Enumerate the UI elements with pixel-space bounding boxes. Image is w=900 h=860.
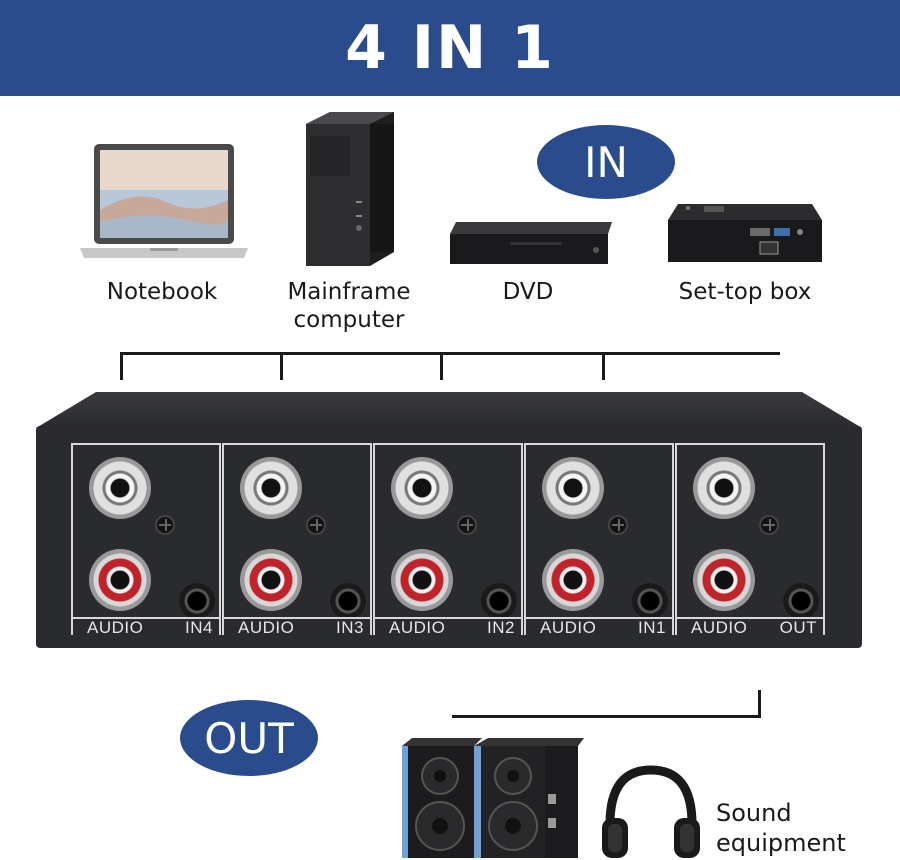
out-badge: OUT: [180, 700, 318, 776]
port-label-id: IN2: [487, 618, 515, 637]
set-top-box-icon: [668, 204, 822, 262]
label-mainframe-line1: Mainframe: [287, 279, 411, 305]
input-bracket-drop-3: [440, 352, 443, 380]
label-mainframe-line2: computer: [293, 307, 405, 333]
label-sound-equipment: Sound equipment: [716, 798, 866, 858]
screw-icon: [155, 515, 175, 535]
screw-icon: [608, 515, 628, 535]
rca-white-out[interactable]: [693, 457, 755, 519]
rca-white-in3[interactable]: [240, 457, 302, 519]
rca-red-in3[interactable]: [240, 549, 302, 611]
port-label-strip: AUDIO IN1: [524, 617, 674, 637]
label-notebook: Notebook: [106, 279, 218, 305]
jack-3-5mm-in4[interactable]: [179, 583, 215, 619]
label-dvd: DVD: [502, 279, 554, 305]
port-group-in3: AUDIO IN3: [222, 443, 372, 637]
in-badge: IN: [537, 125, 675, 199]
jack-3-5mm-in3[interactable]: [330, 583, 366, 619]
rca-white-in4[interactable]: [89, 457, 151, 519]
rca-red-out[interactable]: [693, 549, 755, 611]
out-badge-label: OUT: [204, 713, 294, 763]
input-bracket-drop-4: [602, 352, 605, 380]
jack-3-5mm-in2[interactable]: [481, 583, 517, 619]
port-label-id: IN3: [336, 618, 364, 637]
port-label-strip: AUDIO OUT: [675, 617, 825, 637]
rca-white-in1[interactable]: [542, 457, 604, 519]
port-group-out: AUDIO OUT: [675, 443, 825, 637]
port-group-in1: AUDIO IN1: [524, 443, 674, 637]
dvd-player-icon: [450, 222, 612, 264]
port-label-strip: AUDIO IN3: [222, 617, 372, 637]
port-label-id: OUT: [779, 618, 817, 637]
screw-icon: [306, 515, 326, 535]
label-sound-line2: equipment: [716, 829, 846, 857]
rca-white-in2[interactable]: [391, 457, 453, 519]
screw-icon: [457, 515, 477, 535]
switcher-top-surface: [36, 392, 862, 428]
jack-3-5mm-in1[interactable]: [632, 583, 668, 619]
port-group-in4: AUDIO IN4: [71, 443, 221, 637]
desktop-tower-icon: [306, 112, 394, 266]
port-label-audio: AUDIO: [389, 618, 446, 637]
port-label-strip: AUDIO IN4: [71, 617, 221, 637]
rca-red-in4[interactable]: [89, 549, 151, 611]
label-settop: Set-top box: [678, 279, 812, 305]
screw-icon: [759, 515, 779, 535]
port-label-audio: AUDIO: [87, 618, 144, 637]
output-bracket-drop: [758, 690, 761, 718]
notebook-icon: [80, 144, 248, 258]
title-banner: 4 IN 1: [0, 0, 900, 96]
rca-red-in2[interactable]: [391, 549, 453, 611]
port-label-audio: AUDIO: [691, 618, 748, 637]
port-label-id: IN1: [638, 618, 666, 637]
banner-title: 4 IN 1: [345, 13, 555, 83]
input-bracket-drop-1: [120, 352, 123, 380]
label-mainframe: Mainframe computer: [270, 278, 428, 334]
jack-3-5mm-out[interactable]: [783, 583, 819, 619]
input-bracket-drop-2: [280, 352, 283, 380]
in-badge-label: IN: [584, 137, 628, 187]
port-label-strip: AUDIO IN2: [373, 617, 523, 637]
input-bracket-horizontal: [120, 352, 780, 355]
port-label-audio: AUDIO: [540, 618, 597, 637]
port-label-audio: AUDIO: [238, 618, 295, 637]
headphones-icon: [602, 765, 700, 858]
port-group-in2: AUDIO IN2: [373, 443, 523, 637]
output-bracket-horizontal: [452, 715, 761, 718]
label-sound-line1: Sound: [716, 799, 792, 827]
port-label-id: IN4: [185, 618, 213, 637]
speakers-icon: [402, 738, 584, 858]
rca-red-in1[interactable]: [542, 549, 604, 611]
